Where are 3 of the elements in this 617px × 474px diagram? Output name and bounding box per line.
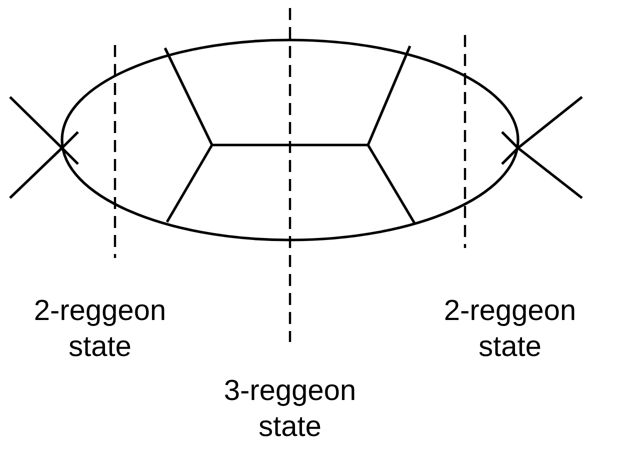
state-label: 2-reggeon state [35,300,164,356]
state-label: 2-reggeon state [445,300,574,356]
state-label: 3-reggeon state [225,380,354,436]
